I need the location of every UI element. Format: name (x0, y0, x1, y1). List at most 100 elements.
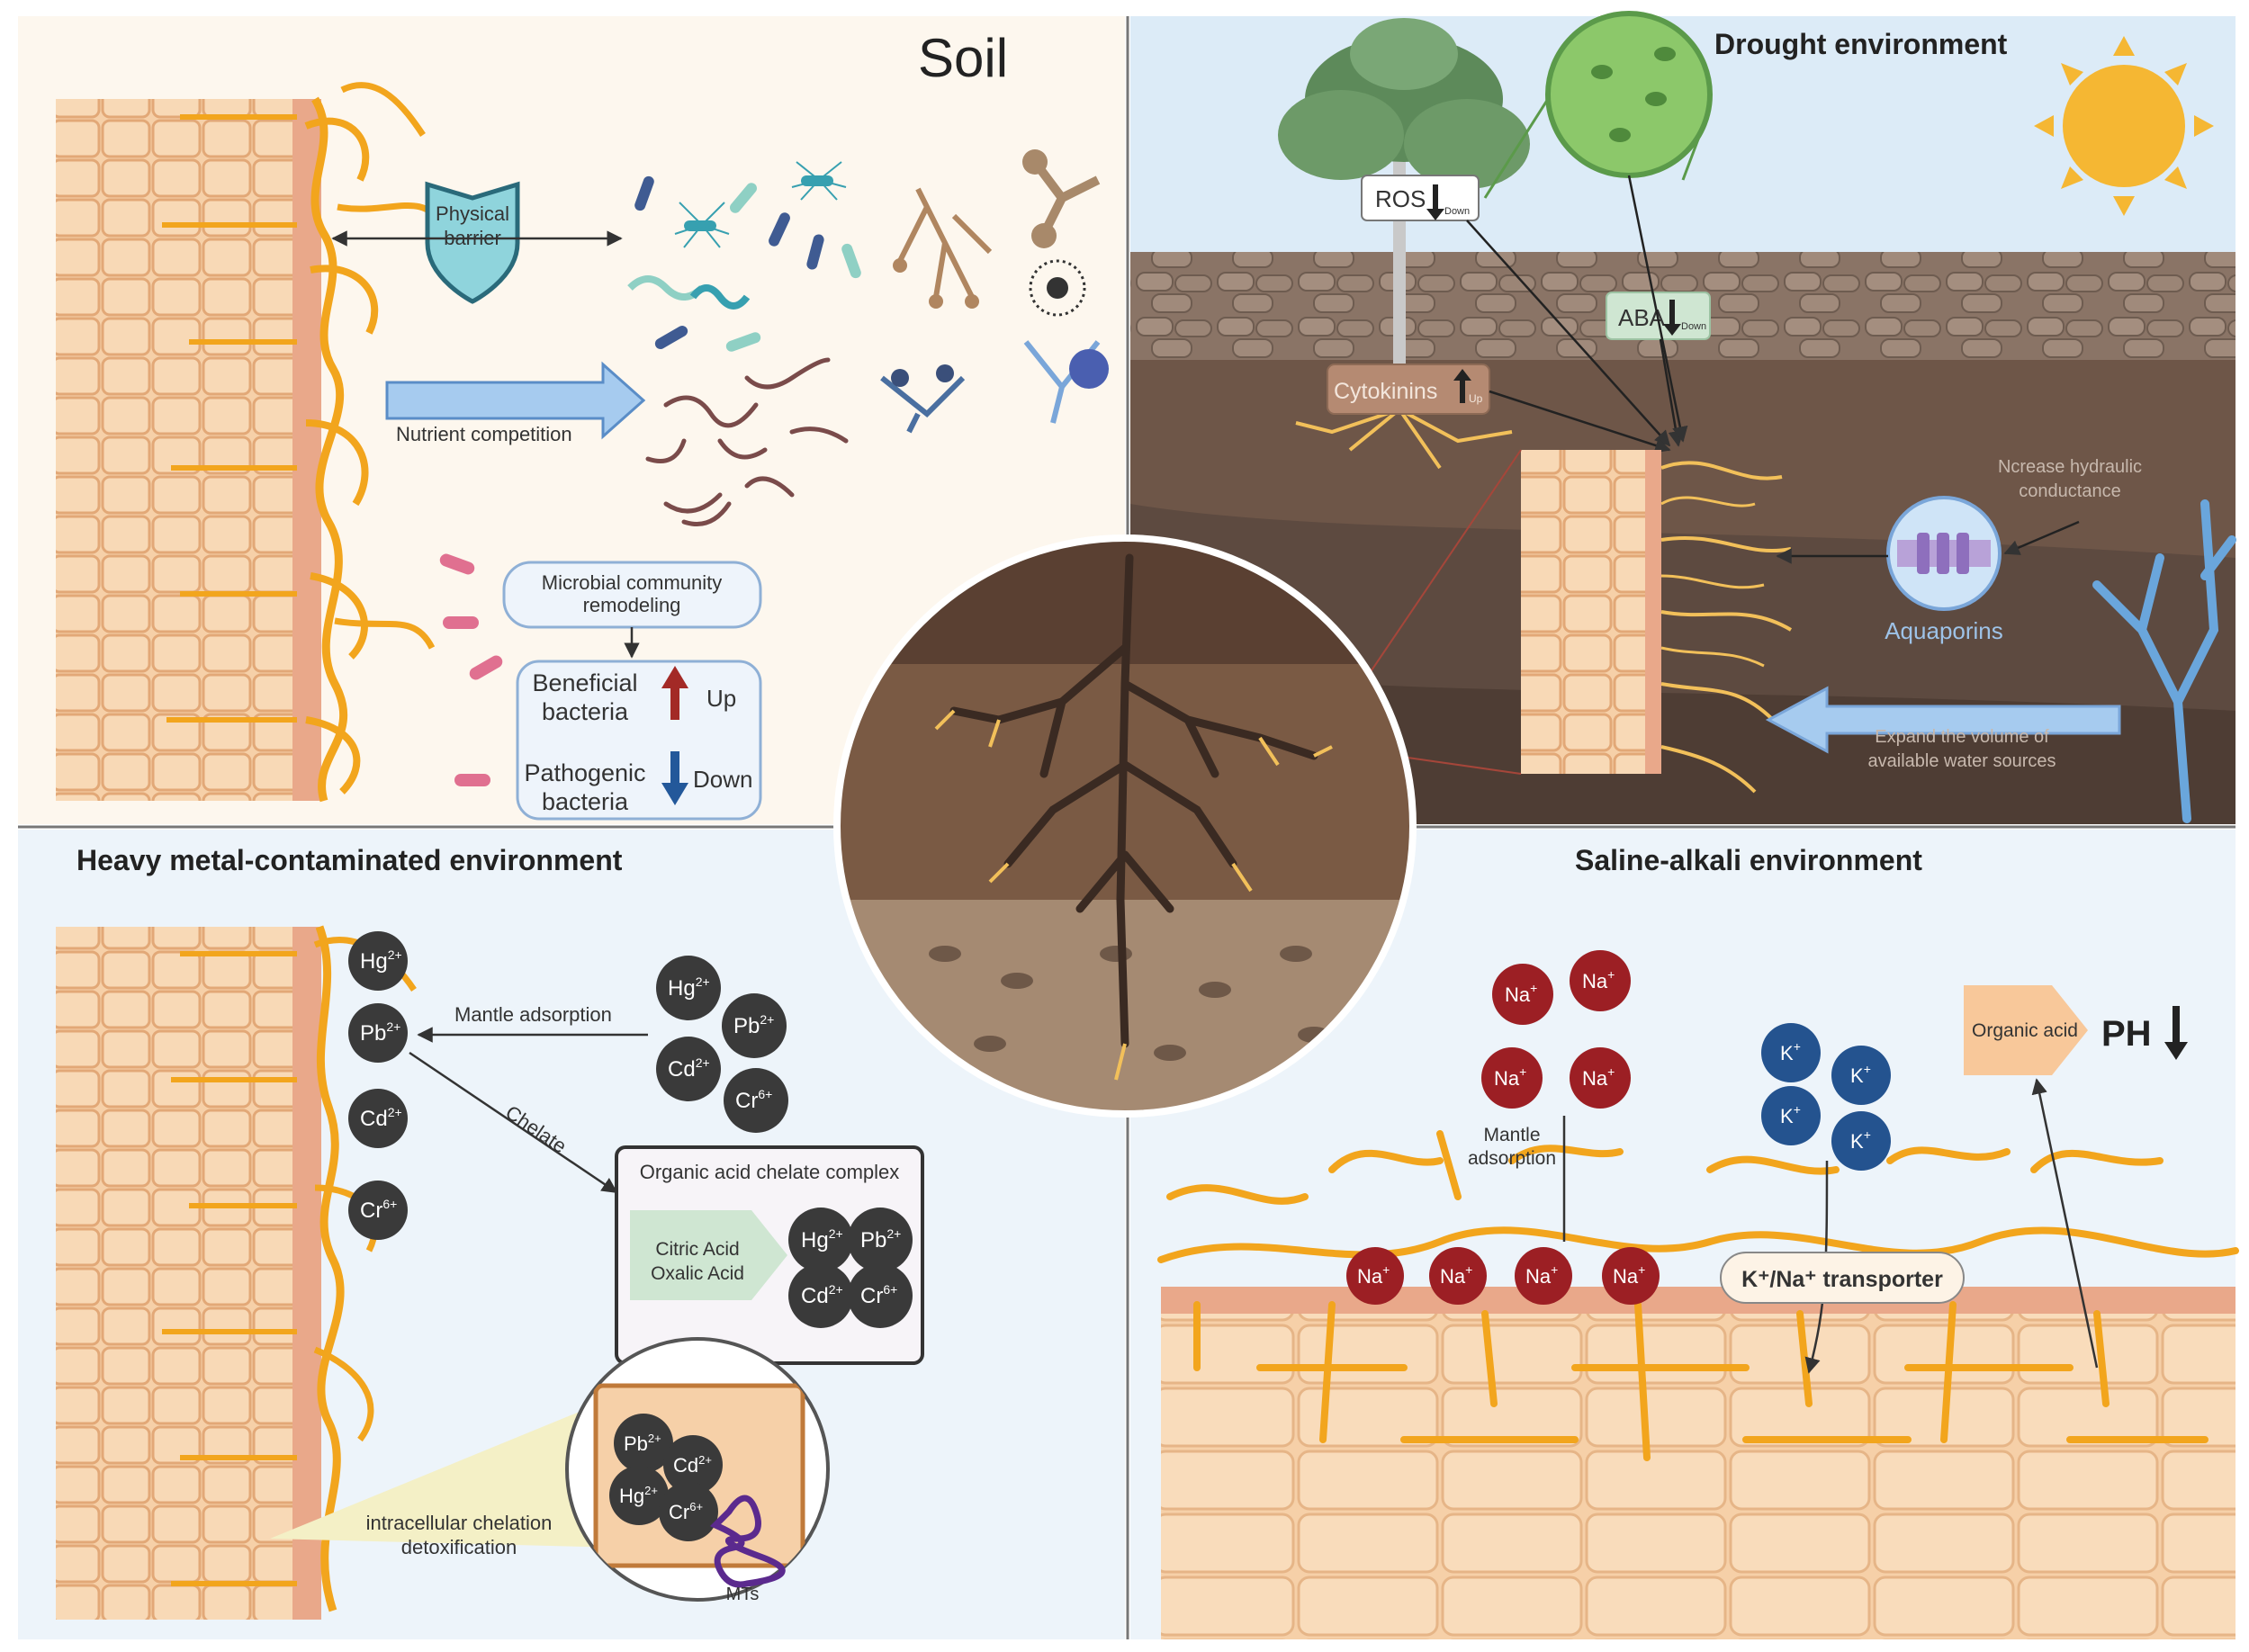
transporter-label: K⁺/Na⁺ transporter (1741, 1267, 1943, 1292)
na-ion-6: Na+ (1440, 1262, 1472, 1288)
bacteria-change-box (516, 660, 762, 821)
na-ion-2: Na+ (1582, 967, 1615, 992)
microbial-remodeling-label-2: remodeling (583, 594, 681, 616)
citric-acid-label: Citric Acid (655, 1239, 739, 1260)
expand-arrow (1765, 686, 2121, 754)
tree-icon (1278, 18, 1530, 470)
root-system-icon (837, 538, 1413, 1114)
oxalic-acid-label: Oxalic Acid (651, 1263, 744, 1284)
mantle-label-2: adsorption (1468, 1148, 1556, 1169)
hydraulic-label-1: Ncrease hydraulic (1998, 457, 2142, 477)
na-ions-adsorbed (1346, 1247, 1660, 1305)
na-ion-4: Na+ (1582, 1064, 1615, 1090)
aba-down-sub: Down (1681, 321, 1706, 332)
intracellular-label-2: detoxification (401, 1536, 517, 1558)
pathogenic-label-1: Pathogenic (524, 759, 645, 786)
heavy-root-tissue (56, 925, 417, 1620)
na-ion-3: Na+ (1494, 1064, 1526, 1090)
expand-label-1: Expand the volume of (1875, 727, 2049, 747)
cytokinins-up-sub: Up (1469, 392, 1483, 405)
nutrient-competition-label: Nutrient competition (396, 423, 572, 445)
heavy-metal-title: Heavy metal-contaminated environment (76, 844, 623, 876)
ion-cr-b: Cr6+ (735, 1087, 772, 1113)
ros-box (1361, 175, 1480, 221)
na-ion-1: Na+ (1505, 981, 1537, 1006)
ion-pb-b: Pb2+ (733, 1012, 774, 1038)
ion-hg-c: Hg2+ (801, 1226, 843, 1252)
ion-pb-d: Pb2+ (624, 1432, 661, 1455)
ion-cd-a: Cd2+ (360, 1105, 402, 1131)
center-circle-border (833, 534, 1417, 1118)
k-ion-1: K+ (1780, 1039, 1801, 1064)
hydraulic-arrow (2003, 520, 2080, 555)
leaf-to-root-arrow (1627, 175, 1688, 443)
drought-title: Drought environment (1714, 28, 2008, 60)
leaf-magnifier-icon (1483, 11, 1713, 199)
na-ion-8: Na+ (1613, 1262, 1645, 1288)
ros-down-sub: Down (1444, 206, 1470, 217)
ion-cd-d: Cd2+ (673, 1453, 712, 1477)
lens-ions (609, 1414, 723, 1541)
ion-cr-c: Cr6+ (860, 1282, 897, 1308)
ion-pb-a: Pb2+ (360, 1019, 400, 1046)
na-ion-7: Na+ (1525, 1262, 1558, 1288)
ion-cd-c: Cd2+ (801, 1282, 843, 1308)
microbial-remodeling-label-1: Microbial community (542, 571, 723, 594)
metallothionein-icon (709, 1495, 786, 1588)
intracellular-label-1: intracellular chelation (366, 1512, 553, 1534)
physical-barrier-label-1: Physical (436, 202, 509, 225)
drought-root-tissue (1521, 450, 1793, 794)
ph-label: PH (2101, 1014, 2152, 1054)
ros-down-arrow (1426, 184, 1444, 220)
ion-cr-d: Cr6+ (669, 1500, 703, 1523)
nematode-cluster (645, 357, 849, 526)
ion-cr-a: Cr6+ (360, 1197, 397, 1223)
k-ion-2: K+ (1850, 1062, 1871, 1087)
pathogenic-label-2: bacteria (542, 788, 629, 815)
cytokinins-box (1327, 364, 1490, 415)
ph-down-arrow (2164, 1006, 2188, 1060)
soil-title: Soil (918, 28, 1008, 88)
organic-acid-tag-saline (1964, 985, 2088, 1075)
k-ion-3: K+ (1780, 1102, 1801, 1127)
cyto-to-root-arrow (1489, 390, 1671, 453)
ion-pb-c: Pb2+ (860, 1226, 901, 1252)
cytokinins-up-arrow (1453, 369, 1471, 403)
down-label: Down (693, 766, 752, 793)
aquaporins-label: Aquaporins (1885, 617, 2003, 644)
ion-cd-b: Cd2+ (668, 1055, 710, 1082)
up-arrow (661, 666, 688, 720)
mts-label: MTs (726, 1585, 760, 1604)
chelate-arrow (409, 1051, 618, 1194)
down-arrow (661, 751, 688, 805)
beneficial-label-1: Beneficial (532, 669, 637, 696)
ros-to-root-arrow (1466, 220, 1671, 447)
beneficial-label-2: bacteria (542, 698, 629, 725)
magnifier-cone (270, 1395, 621, 1548)
free-ions (656, 956, 788, 1133)
soil-root-tissue (56, 82, 445, 803)
root-bacteria (439, 553, 503, 786)
saline-title: Saline-alkali environment (1575, 844, 1922, 876)
ros-label: ROS (1375, 185, 1426, 212)
mantle-adsorption-label: Mantle adsorption (454, 1003, 612, 1026)
organic-acid-label: Organic acid (1972, 1020, 2078, 1041)
saline-root-tissue (1161, 1309, 2236, 1639)
transporter-box (1720, 1252, 1965, 1304)
sun-icon (2034, 36, 2214, 216)
complex-ions (788, 1208, 913, 1328)
water-root (2092, 499, 2236, 823)
organic-acid-tag (630, 1210, 787, 1300)
adsorbed-ions (348, 931, 408, 1240)
nutrient-arrow (385, 361, 646, 440)
up-label: Up (706, 685, 736, 712)
na-ions-top (1481, 950, 1631, 1109)
aquaporin-icon (1886, 496, 2002, 611)
organic-acid-secretion-arrow (2031, 1078, 2099, 1369)
expand-label-2: available water sources (1868, 751, 2056, 771)
chelate-complex-title: Organic acid chelate complex (640, 1161, 900, 1183)
na-ion-5: Na+ (1357, 1262, 1390, 1288)
saline-epidermis (1161, 1287, 2236, 1314)
fungi-cluster (880, 149, 1109, 434)
